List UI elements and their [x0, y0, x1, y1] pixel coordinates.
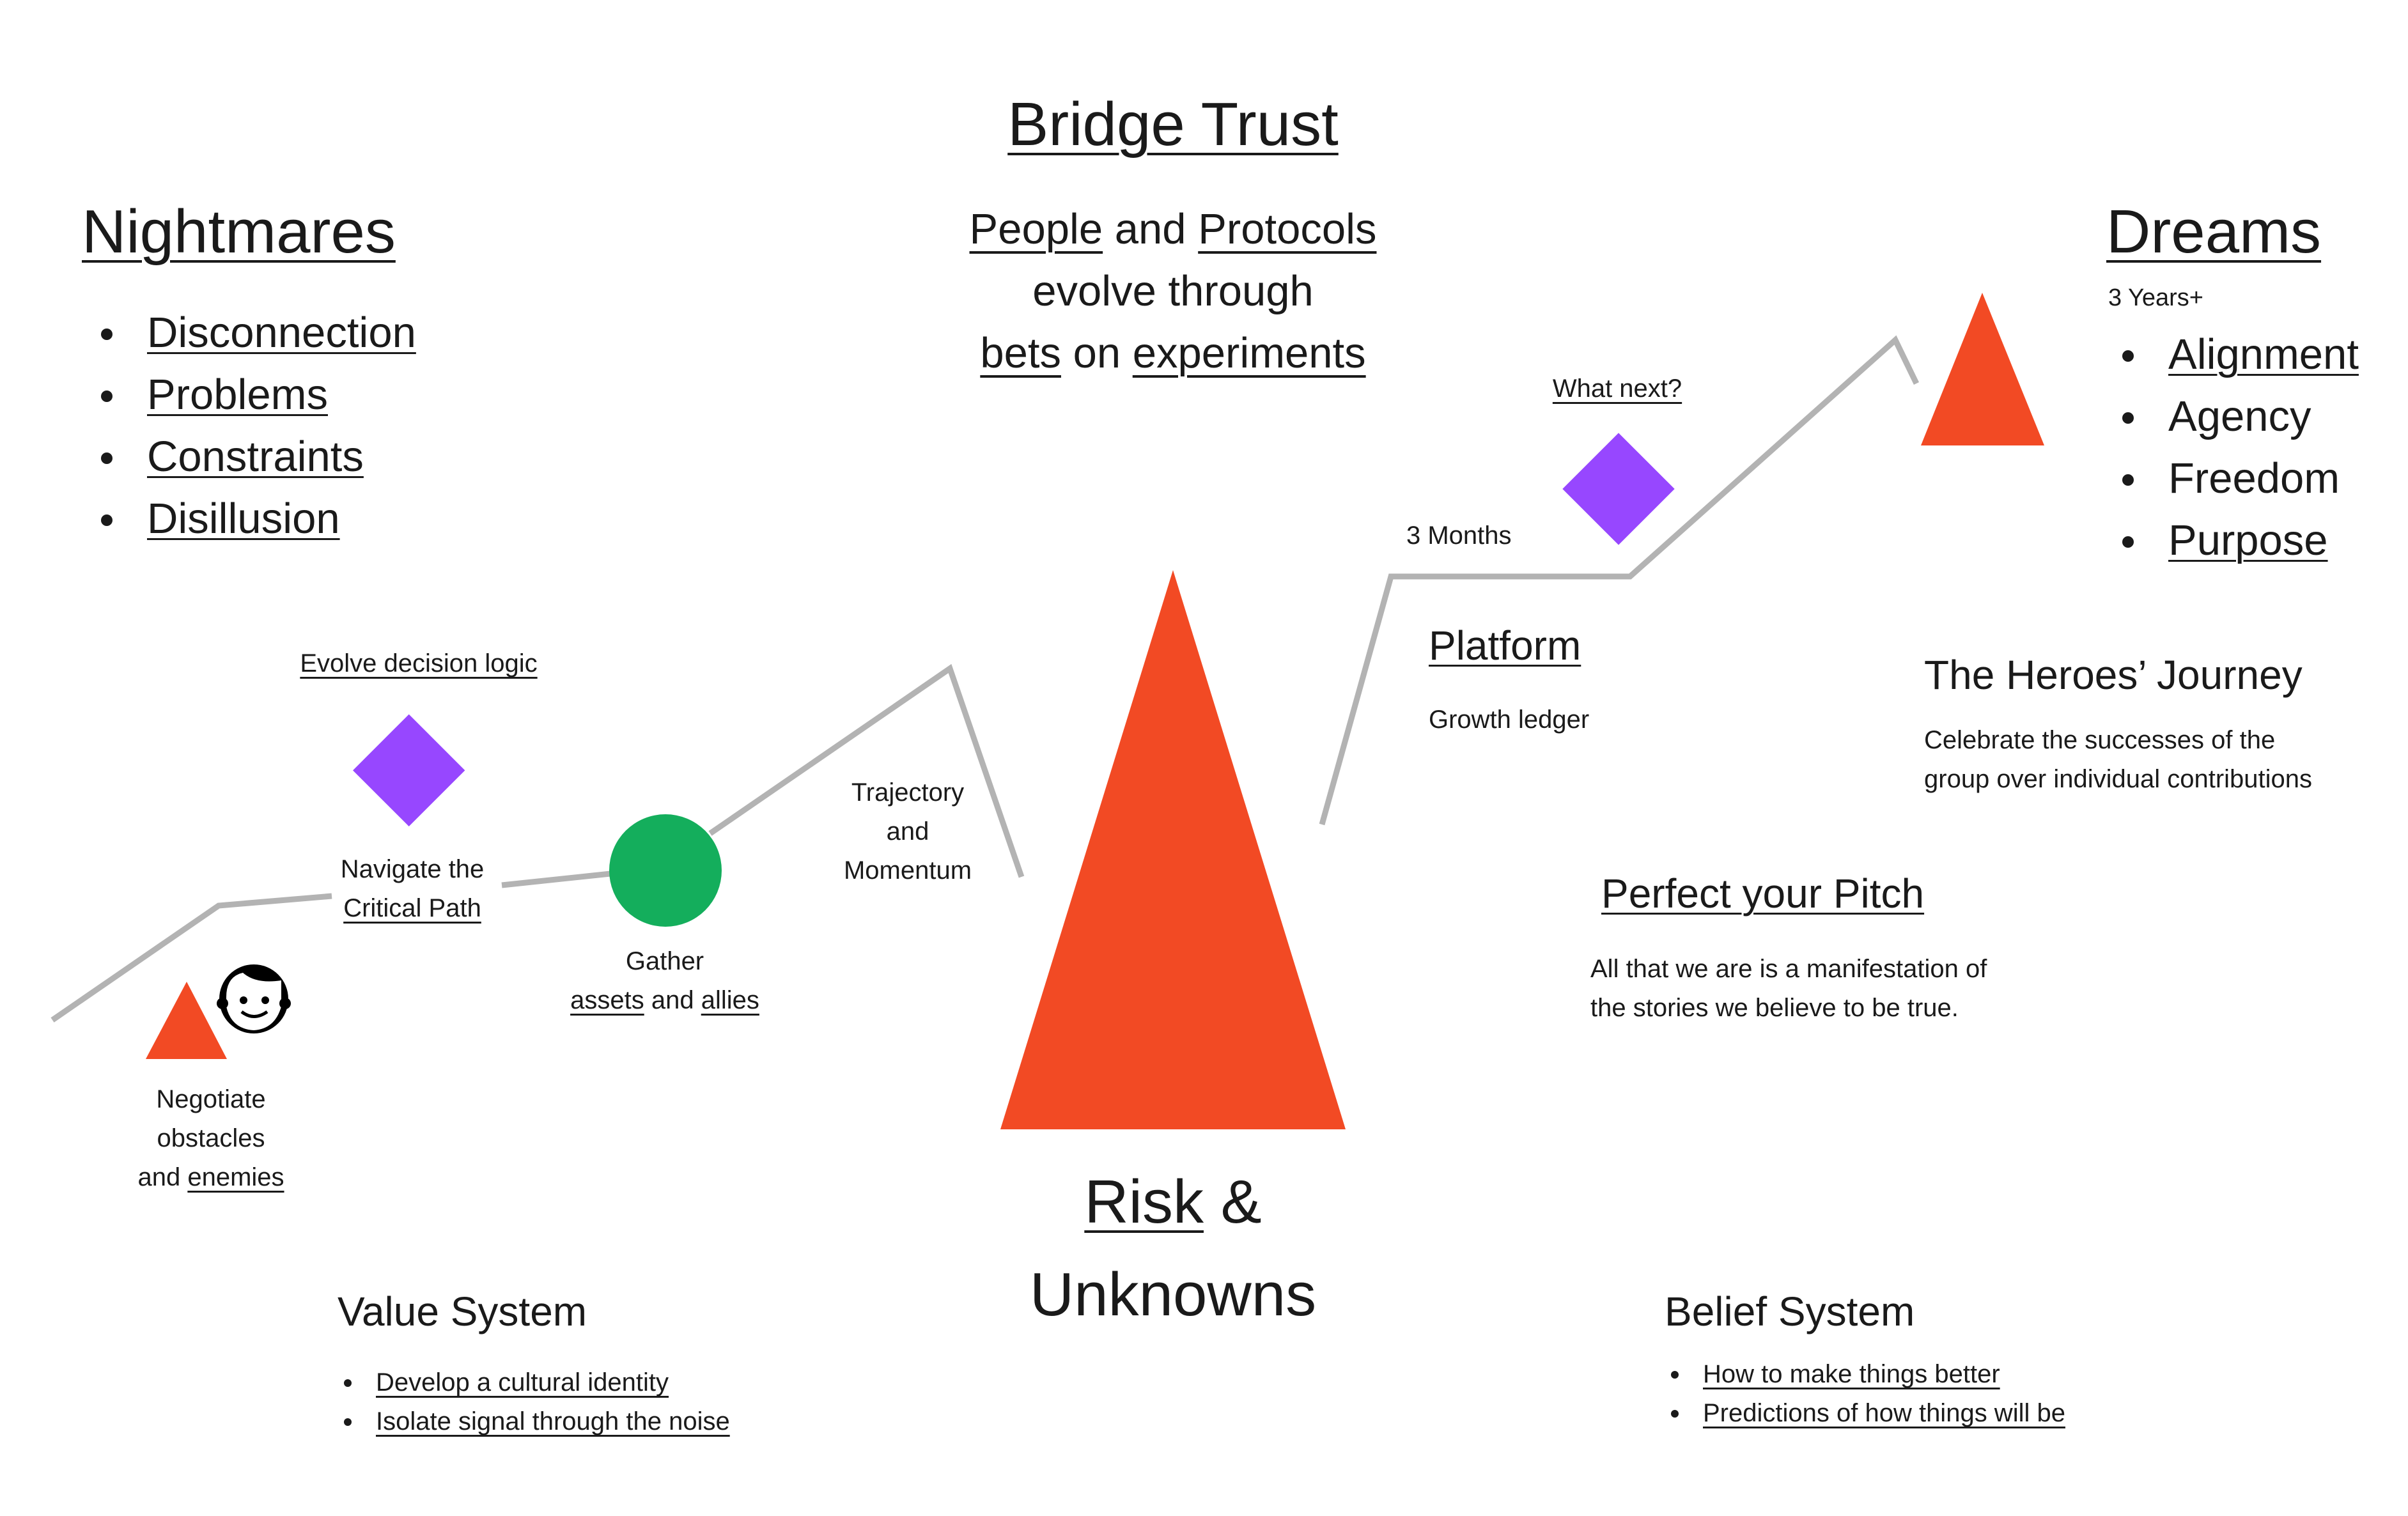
value-system-heading: Value System	[338, 1288, 587, 1334]
subtitle-and: and	[1114, 205, 1186, 253]
large-triangle-icon	[1000, 570, 1346, 1129]
trajectory-label: Trajectory and Momentum	[843, 778, 972, 885]
dreams-list: Alignment Agency Freedom Purpose	[2111, 323, 2359, 571]
subtitle-on: on	[1073, 329, 1121, 377]
value-system-list: Develop a cultural identity Isolate sign…	[338, 1363, 730, 1441]
list-item: Constraints	[89, 426, 416, 488]
three-months-label: 3 Months	[1406, 522, 1512, 550]
list-item: Freedom	[2111, 447, 2359, 509]
risk-unknowns-block: Risk & Unknowns	[984, 1156, 1362, 1341]
subtitle-evolve: evolve through	[1032, 267, 1314, 315]
pitch-text: All that we are is a manifestation of th…	[1590, 955, 1987, 1022]
list-item: Agency	[2111, 385, 2359, 447]
list-item: How to make things better	[1665, 1355, 2065, 1394]
subtitle-block: People and Protocols evolve through bets…	[885, 198, 1461, 384]
path-line-left	[50, 893, 332, 1023]
dreams-horizon: 3 Years+	[2108, 284, 2203, 311]
path-line-right	[1319, 335, 1920, 826]
belief-system-list: How to make things better Predictions of…	[1665, 1355, 2065, 1433]
list-item: Develop a cultural identity	[338, 1363, 730, 1402]
page-title: Bridge Trust	[1007, 90, 1339, 159]
dreams-heading: Dreams	[2106, 197, 2322, 266]
subtitle-people: People	[969, 205, 1103, 253]
list-item: Alignment	[2111, 323, 2359, 385]
what-next-label: What next?	[1552, 375, 1682, 403]
list-item: Predictions of how things will be	[1665, 1394, 2065, 1433]
belief-system-heading: Belief System	[1665, 1288, 1915, 1334]
platform-sub: Growth ledger	[1429, 706, 1590, 734]
subtitle-protocols: Protocols	[1198, 205, 1377, 253]
subtitle-experiments: experiments	[1132, 329, 1366, 377]
list-item: Isolate signal through the noise	[338, 1402, 730, 1441]
person-face-icon	[217, 964, 291, 1033]
diamond-icon-left	[353, 714, 465, 826]
circle-icon	[609, 814, 722, 927]
list-item: Problems	[89, 364, 416, 426]
heroes-text: Celebrate the successes of the group ove…	[1924, 726, 2313, 793]
dreams-triangle-icon	[1921, 293, 2044, 445]
risk-label: Risk	[1084, 1168, 1204, 1236]
nightmares-heading: Nightmares	[82, 197, 396, 266]
path-line-middle-left	[501, 870, 611, 888]
assets-label: assets	[570, 986, 644, 1014]
heroes-heading: The Heroes’ Journey	[1924, 652, 2303, 698]
negotiate-label: Negotiate obstacles and enemies	[137, 1085, 284, 1191]
unknowns-label: Unknowns	[1029, 1260, 1317, 1329]
enemies-label: enemies	[187, 1163, 284, 1191]
critical-path-label: Critical Path	[343, 894, 481, 922]
list-item: Disconnection	[89, 302, 416, 364]
small-triangle-icon	[146, 982, 227, 1059]
list-item: Purpose	[2111, 509, 2359, 571]
evolve-decision-label: Evolve decision logic	[300, 649, 538, 677]
allies-label: allies	[701, 986, 759, 1014]
subtitle-bets: bets	[980, 329, 1061, 377]
list-item: Disillusion	[89, 488, 416, 550]
platform-heading: Platform	[1429, 623, 1581, 669]
path-line-middle	[708, 663, 1025, 878]
navigate-label: Navigate the Critical Path	[340, 855, 485, 922]
gather-label: Gather assets and allies	[570, 947, 759, 1014]
diamond-icon-right	[1562, 433, 1675, 545]
pitch-heading: Perfect your Pitch	[1601, 870, 1925, 917]
nightmares-list: Disconnection Problems Constraints Disil…	[89, 302, 416, 550]
